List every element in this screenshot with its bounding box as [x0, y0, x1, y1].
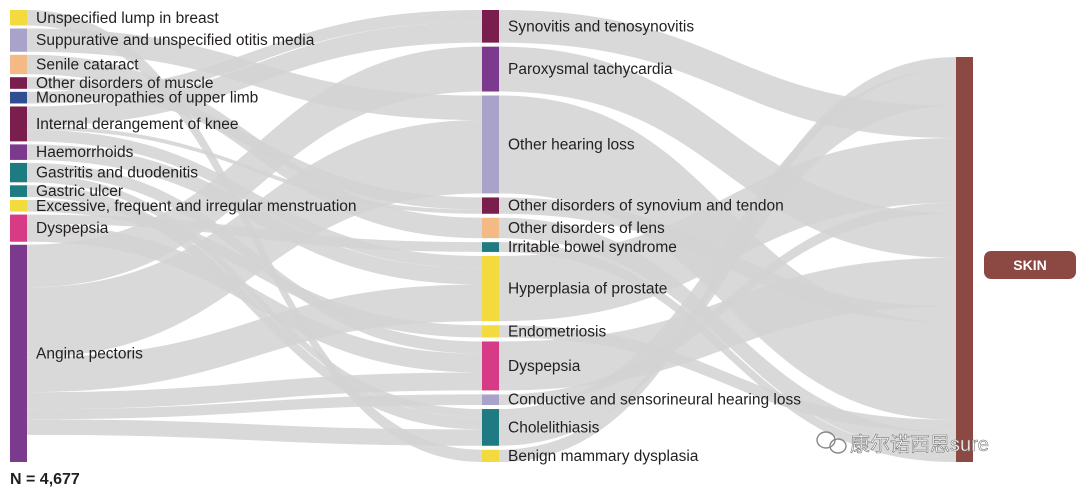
flow-left-to-middle	[27, 394, 482, 420]
middle-node-bar	[482, 242, 499, 252]
left-node-bar	[10, 244, 27, 462]
flow-left-to-middle	[27, 77, 482, 210]
left-node-bar	[10, 199, 27, 212]
left-node-label: Senile cataract	[36, 56, 139, 73]
flow-left-to-middle	[27, 10, 482, 104]
target-bar	[956, 57, 973, 462]
wechat-icon	[816, 431, 847, 454]
left-node-bar	[10, 214, 27, 242]
middle-node-label: Other disorders of lens	[508, 220, 665, 237]
left-node-label: Haemorrhoids	[36, 144, 134, 161]
target-label: SKIN	[1013, 257, 1046, 273]
flow-left-to-middle	[27, 223, 482, 373]
middle-node-label: Irritable bowel syndrome	[508, 239, 677, 256]
left-node-bar	[10, 185, 27, 197]
middle-node-bar	[482, 341, 499, 391]
middle-node-bar	[482, 46, 499, 92]
middle-node-label: Other hearing loss	[508, 136, 635, 153]
left-node-label: Dyspepsia	[36, 220, 109, 237]
left-node-label: Excessive, frequent and irregular menstr…	[36, 198, 357, 215]
flow-middle-to-target	[499, 138, 956, 322]
middle-node-bar	[482, 255, 499, 322]
middle-node-label: Conductive and sensorineural hearing los…	[508, 392, 801, 409]
middle-node-bar	[482, 217, 499, 239]
left-node-label: Angina pectoris	[36, 345, 143, 362]
watermark: 康尔诺西思sure	[816, 431, 989, 456]
middle-node-bar	[482, 197, 499, 214]
middle-node-bar	[482, 95, 499, 194]
middle-node-bar	[482, 449, 499, 462]
flow-left-to-middle	[27, 129, 482, 269]
flow-layer	[27, 10, 956, 462]
middle-node-bar	[482, 409, 499, 446]
left-node-label: Gastric ulcer	[36, 183, 123, 200]
middle-node-label: Dyspepsia	[508, 358, 581, 375]
left-node-label: Unspecified lump in breast	[36, 10, 219, 27]
left-node-bar	[10, 162, 27, 183]
left-node-label: Suppurative and unspecified otitis media	[36, 32, 315, 49]
middle-node-label: Other disorders of synovium and tendon	[508, 198, 784, 215]
left-node-bar	[10, 77, 27, 89]
left-node-label: Other disorders of muscle	[36, 75, 213, 92]
flow-left-to-middle	[27, 284, 482, 393]
left-node-label: Mononeuropathies of upper limb	[36, 90, 258, 107]
flow-middle-to-target	[499, 202, 956, 406]
flow-left-to-middle	[27, 22, 482, 126]
flow-left-to-middle	[27, 419, 482, 446]
left-node-bar	[10, 144, 27, 160]
sample-size-label: N = 4,677	[10, 471, 80, 488]
middle-node-bar	[482, 394, 499, 406]
flow-middle-to-target	[499, 325, 956, 433]
left-node-bar	[10, 28, 27, 52]
left-node-label: Internal derangement of knee	[36, 116, 239, 133]
middle-node-label: Hyperplasia of prostate	[508, 281, 667, 298]
left-node-bar	[10, 91, 27, 104]
left-node-bar	[10, 54, 27, 75]
watermark-text: 康尔诺西思sure	[850, 433, 989, 456]
flow-left-to-middle	[27, 372, 482, 410]
middle-node-label: Benign mammary dysplasia	[508, 448, 699, 465]
middle-node-bar	[482, 10, 499, 43]
flow-middle-to-target	[499, 242, 956, 462]
flow-middle-to-target	[499, 57, 956, 462]
flow-middle-to-target	[499, 257, 956, 391]
target-label-box	[984, 251, 1076, 279]
flow-left-to-middle	[27, 185, 482, 430]
middle-node-bar	[482, 325, 499, 338]
middle-node-label: Synovitis and tenosynovitis	[508, 18, 694, 35]
node-layer	[10, 10, 499, 462]
flow-left-to-middle	[27, 46, 482, 288]
left-node-bar	[10, 10, 27, 26]
middle-node-label: Endometriosis	[508, 323, 606, 340]
flow-left-to-middle	[27, 120, 482, 358]
target-node: SKIN	[956, 57, 1076, 462]
left-node-label: Gastritis and duodenitis	[36, 165, 198, 182]
middle-node-label: Cholelithiasis	[508, 419, 600, 436]
middle-node-label: Paroxysmal tachycardia	[508, 61, 673, 78]
left-node-bar	[10, 106, 27, 142]
